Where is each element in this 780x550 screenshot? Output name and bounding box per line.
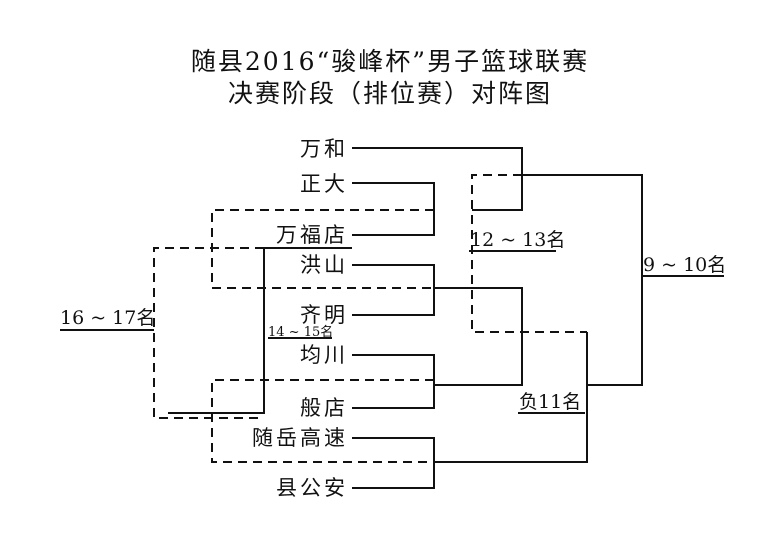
team-qiming: 齐明 — [300, 303, 348, 327]
team-junchuan: 均川 — [300, 343, 348, 367]
connector-r3-loser11 — [434, 332, 588, 463]
team-zhengda: 正大 — [300, 172, 348, 196]
connector-r14-15 — [168, 247, 352, 414]
rank-9-10: 9 ~ 10名 — [643, 254, 727, 276]
match-line-wanhe — [352, 147, 523, 211]
connector-loser11-final — [522, 174, 643, 386]
loser-path-a — [471, 174, 587, 333]
rank-12-13: 12 ~ 13名 — [470, 229, 566, 251]
team-hongshan: 洪山 — [300, 253, 348, 277]
match-line-hongshan-qiming — [352, 264, 435, 316]
rank-16-17: 16 ~ 17名 — [60, 307, 156, 329]
connector-r2-loser11 — [434, 287, 523, 386]
match-line-zhengda-wanfudian — [352, 182, 435, 236]
team-bandian: 般店 — [300, 396, 348, 420]
rank-loser-11: 负11名 — [519, 391, 582, 413]
team-wanfudian: 万福店 — [276, 223, 348, 247]
bracket-subtitle: 决赛阶段（排位赛）对阵图 — [227, 79, 552, 108]
loser-path-16-17 — [153, 247, 264, 419]
team-wanhe: 万和 — [300, 137, 348, 161]
bracket-title: 随县2016“骏峰杯”男子篮球联赛 — [190, 47, 590, 76]
loser-path-c — [211, 379, 434, 463]
team-suiyue-gaosu: 随岳高速 — [252, 426, 348, 450]
match-line-junchuan-bandian — [352, 354, 435, 409]
team-xian-gongan: 县公安 — [276, 476, 348, 500]
rank-14-15: 14 ~ 15名 — [268, 325, 334, 340]
